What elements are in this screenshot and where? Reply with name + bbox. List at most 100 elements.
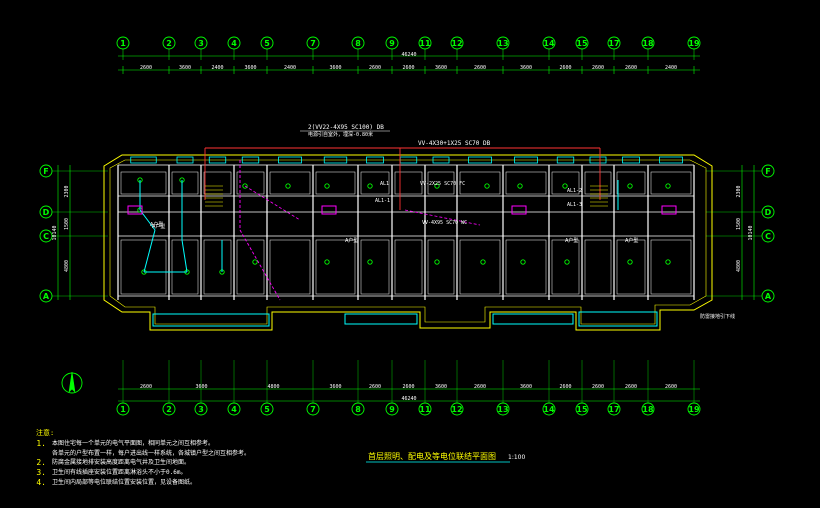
cable-annotation: VV-4X95 SC70 WC: [422, 220, 467, 226]
building-outline-inner: [109, 159, 707, 325]
light-fixture-icon: [324, 183, 330, 189]
note-text: 卫生间内局部等电位联结位置安装位置，见设备图纸。: [52, 478, 197, 486]
light-fixture-icon: [562, 183, 568, 189]
dimension-total-top: 46240: [401, 52, 416, 58]
dimension-value-top: 2600: [592, 65, 604, 71]
building-outline: [103, 154, 713, 331]
light-fixture-icon: [434, 259, 440, 265]
axis-label-bottom: 9: [389, 405, 395, 414]
room-outline: [650, 171, 692, 195]
dimension-value-top: 3600: [179, 65, 191, 71]
dimension-value-top: 3600: [244, 65, 256, 71]
distribution-panel-icon: [661, 205, 677, 215]
room-outline: [584, 239, 612, 295]
room-outline: [427, 239, 455, 295]
light-fixture-icon: [517, 183, 523, 189]
dimension-value-right: 1500: [736, 218, 742, 230]
dimension-value-bottom: 3600: [195, 384, 207, 390]
room-outline: [120, 171, 167, 195]
note-number: 4.: [36, 477, 46, 487]
axis-label-top: 17: [608, 39, 619, 48]
dimension-value-top: 3600: [520, 65, 532, 71]
dimension-value-top: 2400: [211, 65, 223, 71]
light-fixture-icon: [627, 259, 633, 265]
room-outline: [236, 171, 265, 195]
window: [176, 156, 194, 164]
dimension-value-top: 3600: [329, 65, 341, 71]
axis-label-bottom: 7: [310, 405, 316, 414]
note-item: 2.防腐金属接地排安装高度距离电气井及卫生间地面。: [36, 458, 250, 468]
axis-label-bottom: 12: [451, 405, 462, 414]
branch-line: [404, 209, 481, 226]
cable-annotation: VV-4X30+1X25 SC70 DB: [418, 140, 491, 147]
note-item: 4. 卫生间内局部等电位联结位置安装位置，见设备图纸。: [36, 478, 250, 488]
light-fixture-icon: [324, 259, 330, 265]
note-item: 1.本图住宅每一个单元的电气平面图，相同单元之间互相参考。: [36, 439, 250, 449]
dimension-value-left: 4800: [64, 260, 70, 272]
note-number: 2.: [36, 458, 46, 468]
distribution-panel-icon: [511, 205, 527, 215]
window: [130, 156, 157, 164]
note-item: 3.卫生间有线插座安装位置距离淋浴头不小于0.6m。: [36, 468, 250, 478]
dimension-value-right: 2300: [736, 185, 742, 197]
light-fixture-icon: [367, 259, 373, 265]
dimension-value-bottom: 2600: [665, 384, 677, 390]
axis-label-bottom: 5: [264, 405, 270, 414]
panel-label: AL1-1: [375, 198, 390, 204]
room-outline: [505, 171, 547, 195]
axis-label-bottom: 4: [231, 405, 237, 414]
light-fixture-icon: [480, 259, 486, 265]
axis-label-top: 7: [310, 39, 316, 48]
dimension-value-bottom: 2600: [474, 384, 486, 390]
distribution-panel-icon: [127, 205, 143, 215]
axis-label-top: 2: [166, 39, 172, 48]
window: [622, 156, 640, 164]
dimension-value-bottom: 3600: [520, 384, 532, 390]
dimension-value-top: 2600: [140, 65, 152, 71]
axis-label-top: 1: [120, 39, 126, 48]
wiring-line: [181, 239, 188, 273]
room-outline: [360, 171, 390, 195]
dimension-value-top: 2400: [284, 65, 296, 71]
axis-label-bottom: 14: [543, 405, 555, 414]
axis-label-top: 3: [198, 39, 204, 48]
household-label: A户型: [565, 237, 578, 244]
window: [556, 156, 575, 164]
dimension-value-bottom: 3600: [329, 384, 341, 390]
balcony: [152, 313, 270, 327]
room-outline: [269, 171, 311, 195]
window: [514, 156, 538, 164]
room-outline: [650, 239, 692, 295]
axis-label-left: D: [43, 208, 50, 217]
dimension-total-right: 10140: [748, 225, 754, 240]
light-fixture-icon: [665, 259, 671, 265]
light-fixture-icon: [484, 183, 490, 189]
axis-label-bottom: 19: [688, 405, 700, 414]
window: [589, 156, 607, 164]
room-outline: [616, 239, 646, 295]
axis-label-bottom: 18: [642, 405, 654, 414]
light-fixture-icon: [252, 259, 258, 265]
dimension-total-left: 10140: [52, 225, 58, 240]
dimension-value-left: 1500: [64, 218, 70, 230]
light-fixture-icon: [564, 259, 570, 265]
room-outline: [315, 171, 356, 195]
window: [278, 156, 302, 164]
axis-label-right: C: [765, 232, 771, 241]
dimension-value-right: 4800: [736, 260, 742, 272]
dimension-value-top: 2600: [559, 65, 571, 71]
dimension-value-left: 2300: [64, 185, 70, 197]
dimension-value-top: 2600: [625, 65, 637, 71]
panel-label: AL1: [380, 181, 389, 187]
note-text: 本图住宅每一个单元的电气平面图，相同单元之间互相参考。: [52, 439, 215, 447]
dimension-value-bottom: 3600: [435, 384, 447, 390]
balcony: [578, 311, 658, 327]
axis-label-top: 5: [264, 39, 270, 48]
light-fixture-icon: [665, 183, 671, 189]
room-outline: [203, 239, 232, 295]
branch-line: [239, 229, 281, 301]
window: [432, 156, 450, 164]
household-label: A户型: [345, 237, 358, 244]
axis-label-bottom: 8: [355, 405, 361, 414]
